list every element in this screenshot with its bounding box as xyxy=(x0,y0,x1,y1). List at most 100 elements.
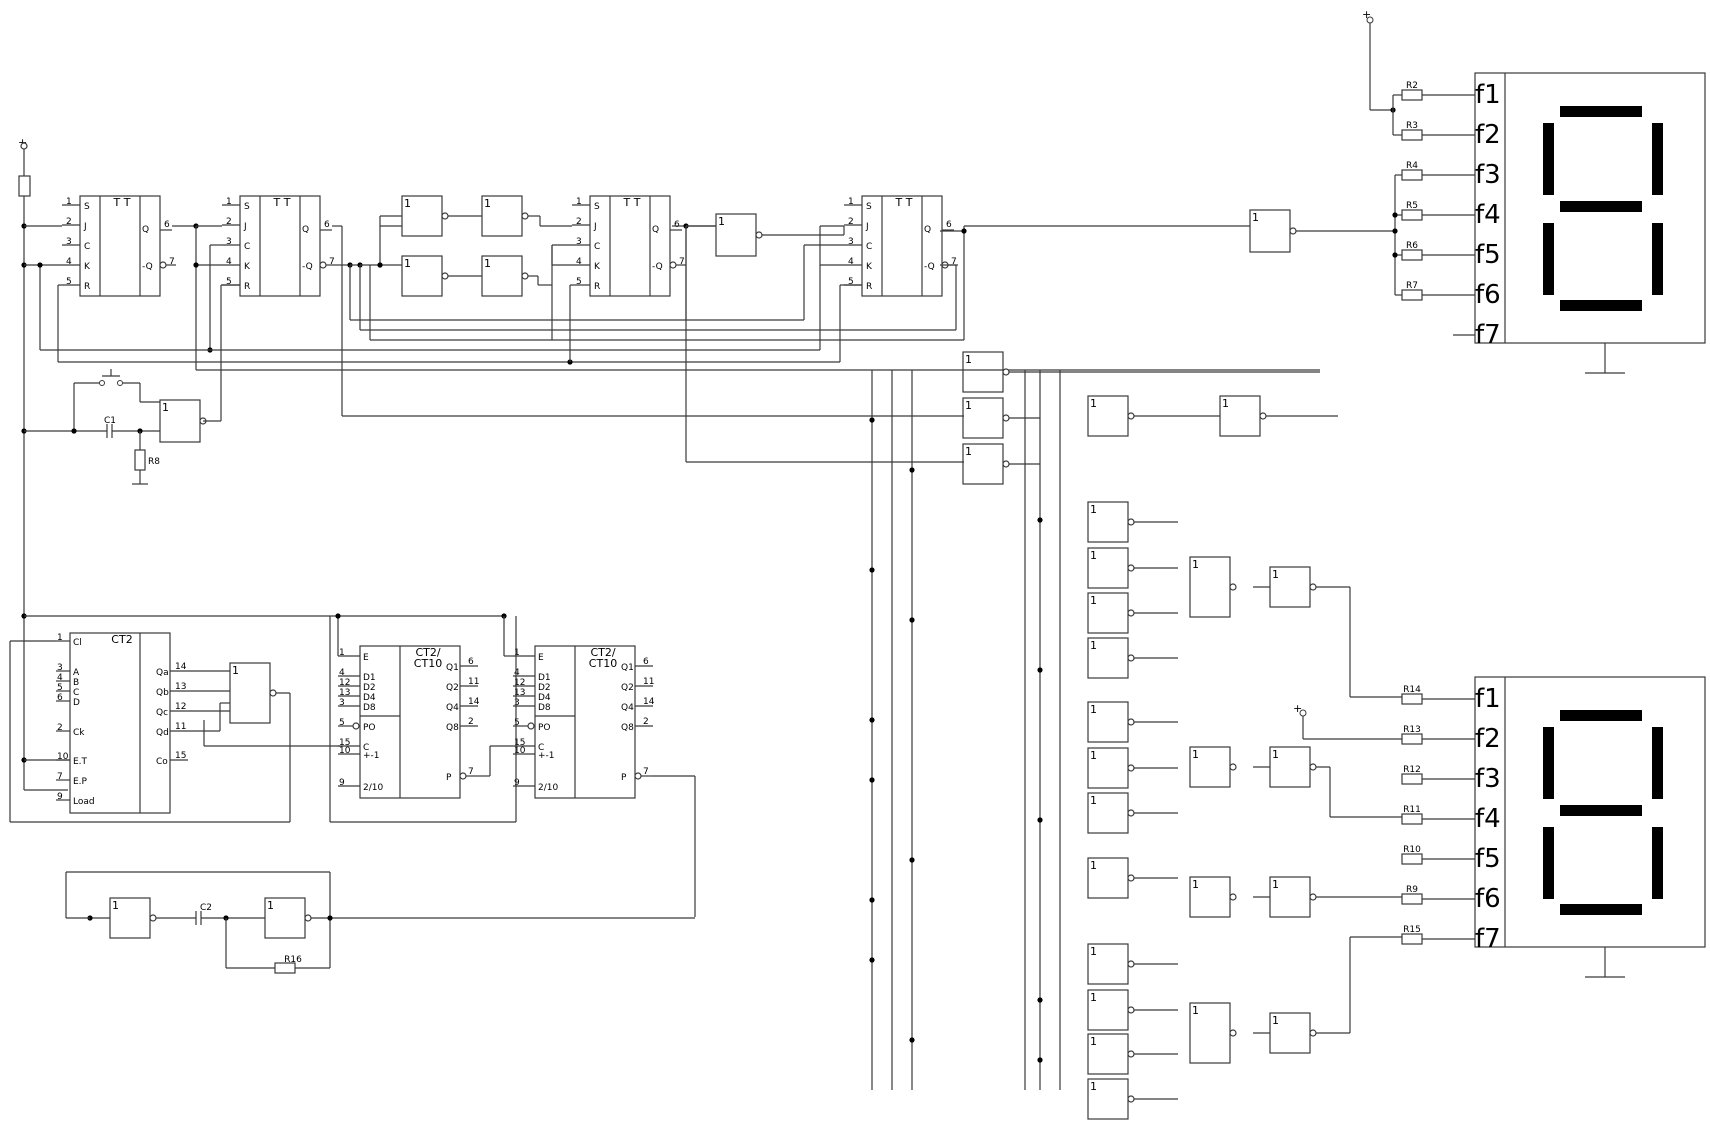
pin-number: 3 xyxy=(57,663,63,673)
inversion-bubble xyxy=(441,272,449,280)
inverter-gate: 1 xyxy=(401,195,449,237)
inverter-gate: 1 xyxy=(1219,395,1267,437)
pin-label-j: J xyxy=(865,222,869,232)
pin-number: 7 xyxy=(329,257,335,267)
pin-label-k: K xyxy=(84,262,91,272)
output-q-label: Q xyxy=(302,225,309,235)
display-pin-f1: f1 xyxy=(1475,684,1501,714)
gate-label: 1 xyxy=(1192,878,1199,891)
inversion-bubble xyxy=(1002,368,1010,376)
pin-number: 7 xyxy=(951,257,957,267)
inversion-bubble xyxy=(1229,763,1237,771)
chip-title: CT10 xyxy=(414,657,442,670)
pin-label-k: K xyxy=(594,262,601,272)
inverter-gate: 1 xyxy=(1087,637,1135,679)
junction-dot xyxy=(909,857,915,863)
gate-label: 1 xyxy=(1090,503,1097,516)
pin-number: 3 xyxy=(848,237,854,247)
junction-dot xyxy=(869,777,875,783)
resistor-label: R12 xyxy=(1403,765,1421,775)
pin-label-r: R xyxy=(84,282,90,292)
junction-dot xyxy=(869,567,875,573)
display-pin-f5: f5 xyxy=(1475,240,1501,270)
inversion-bubble xyxy=(149,914,157,922)
junction-dot xyxy=(1392,212,1398,218)
pin-number: 7 xyxy=(643,767,649,777)
display-pin-f4: f4 xyxy=(1475,200,1501,230)
seven-segment-bar xyxy=(1543,727,1554,799)
gate-label: 1 xyxy=(1192,748,1199,761)
junction-dot xyxy=(37,262,43,268)
inverter-gate: 1 xyxy=(1087,701,1135,743)
pin-label: Q1 xyxy=(621,663,634,673)
inversion-bubble xyxy=(1309,763,1317,771)
inversion-bubble xyxy=(1229,1029,1237,1037)
pin-number: 7 xyxy=(468,767,474,777)
flipflop-title: T T xyxy=(623,196,641,209)
junction-dot xyxy=(327,915,333,921)
pin-label: C xyxy=(363,743,369,753)
resistor-label: R13 xyxy=(1403,725,1421,735)
seven-segment-bar xyxy=(1560,201,1642,212)
pin-number: 11 xyxy=(175,722,186,732)
pin-label: Q2 xyxy=(621,683,634,693)
gate-label: 1 xyxy=(404,257,411,270)
pin-label: Qa xyxy=(156,668,169,678)
pin-number: 2 xyxy=(643,717,649,727)
wires-flipflop-chain xyxy=(37,215,1395,463)
inverter-gate: 1 xyxy=(401,255,449,297)
pin-number: 13 xyxy=(514,688,525,698)
pin-number: 1 xyxy=(576,197,582,207)
pin-label: C xyxy=(73,688,79,698)
gate-label: 1 xyxy=(1272,748,1279,761)
pin-number: 4 xyxy=(57,673,63,683)
pin-label: P xyxy=(621,773,627,783)
inverter-gate: 1 xyxy=(962,443,1010,485)
pin-number: 4 xyxy=(226,257,232,267)
gate-label: 1 xyxy=(1090,639,1097,652)
inversion-bubble xyxy=(1309,583,1317,591)
power-supply-right: + xyxy=(1362,8,1475,336)
display-pin-f6: f6 xyxy=(1475,280,1501,310)
pin-label-k: K xyxy=(244,262,251,272)
inverter-gate: 1 xyxy=(1087,792,1135,834)
capacitor-label: C2 xyxy=(200,903,212,913)
inverter-gate: 1 xyxy=(1087,395,1135,437)
pin-number: 1 xyxy=(57,633,63,643)
output-q-label: Q xyxy=(924,225,931,235)
display-pin-f2: f2 xyxy=(1475,724,1501,754)
inverter-gate: 1 xyxy=(1087,1078,1135,1120)
gate-label: 1 xyxy=(965,353,972,366)
supply-plus: + xyxy=(1293,702,1302,715)
inversion-bubble xyxy=(1127,654,1135,662)
pin-number: 6 xyxy=(324,220,330,230)
pin-label-c: C xyxy=(244,242,250,252)
counter-ct2: CT2Cl1A3B4C5D6Ck2E.T10E.P7Load9Qa14Qb13Q… xyxy=(9,632,340,823)
gate-label: 1 xyxy=(484,197,491,210)
pin-label: Cl xyxy=(73,638,82,648)
resistor-label: R11 xyxy=(1403,805,1421,815)
inverter-gate: 1 xyxy=(1189,876,1237,918)
seven-segment-bar xyxy=(1560,805,1642,816)
pin-label: B xyxy=(73,678,79,688)
inverter-gate: 1 xyxy=(1189,556,1237,618)
gate-label: 1 xyxy=(162,401,169,414)
counter-ct10-1: CT2/CT10E1D14D212D413D83PO5C15+-1102/109… xyxy=(338,645,480,799)
inverter-gate: 1 xyxy=(1269,1012,1317,1054)
chip-title: CT2 xyxy=(111,633,132,646)
pin-label: D8 xyxy=(538,703,551,713)
pin-number: 5 xyxy=(226,277,232,287)
gate-label: 1 xyxy=(1090,397,1097,410)
inversion-bubble xyxy=(1002,460,1010,468)
inversion-bubble xyxy=(1127,764,1135,772)
pin-number: 2 xyxy=(226,217,232,227)
pin-number: 6 xyxy=(674,220,680,230)
gate-label: 1 xyxy=(1090,991,1097,1004)
gate-label: 1 xyxy=(1272,1014,1279,1027)
pin-label: D2 xyxy=(538,683,551,693)
pin-label: E xyxy=(363,653,369,663)
